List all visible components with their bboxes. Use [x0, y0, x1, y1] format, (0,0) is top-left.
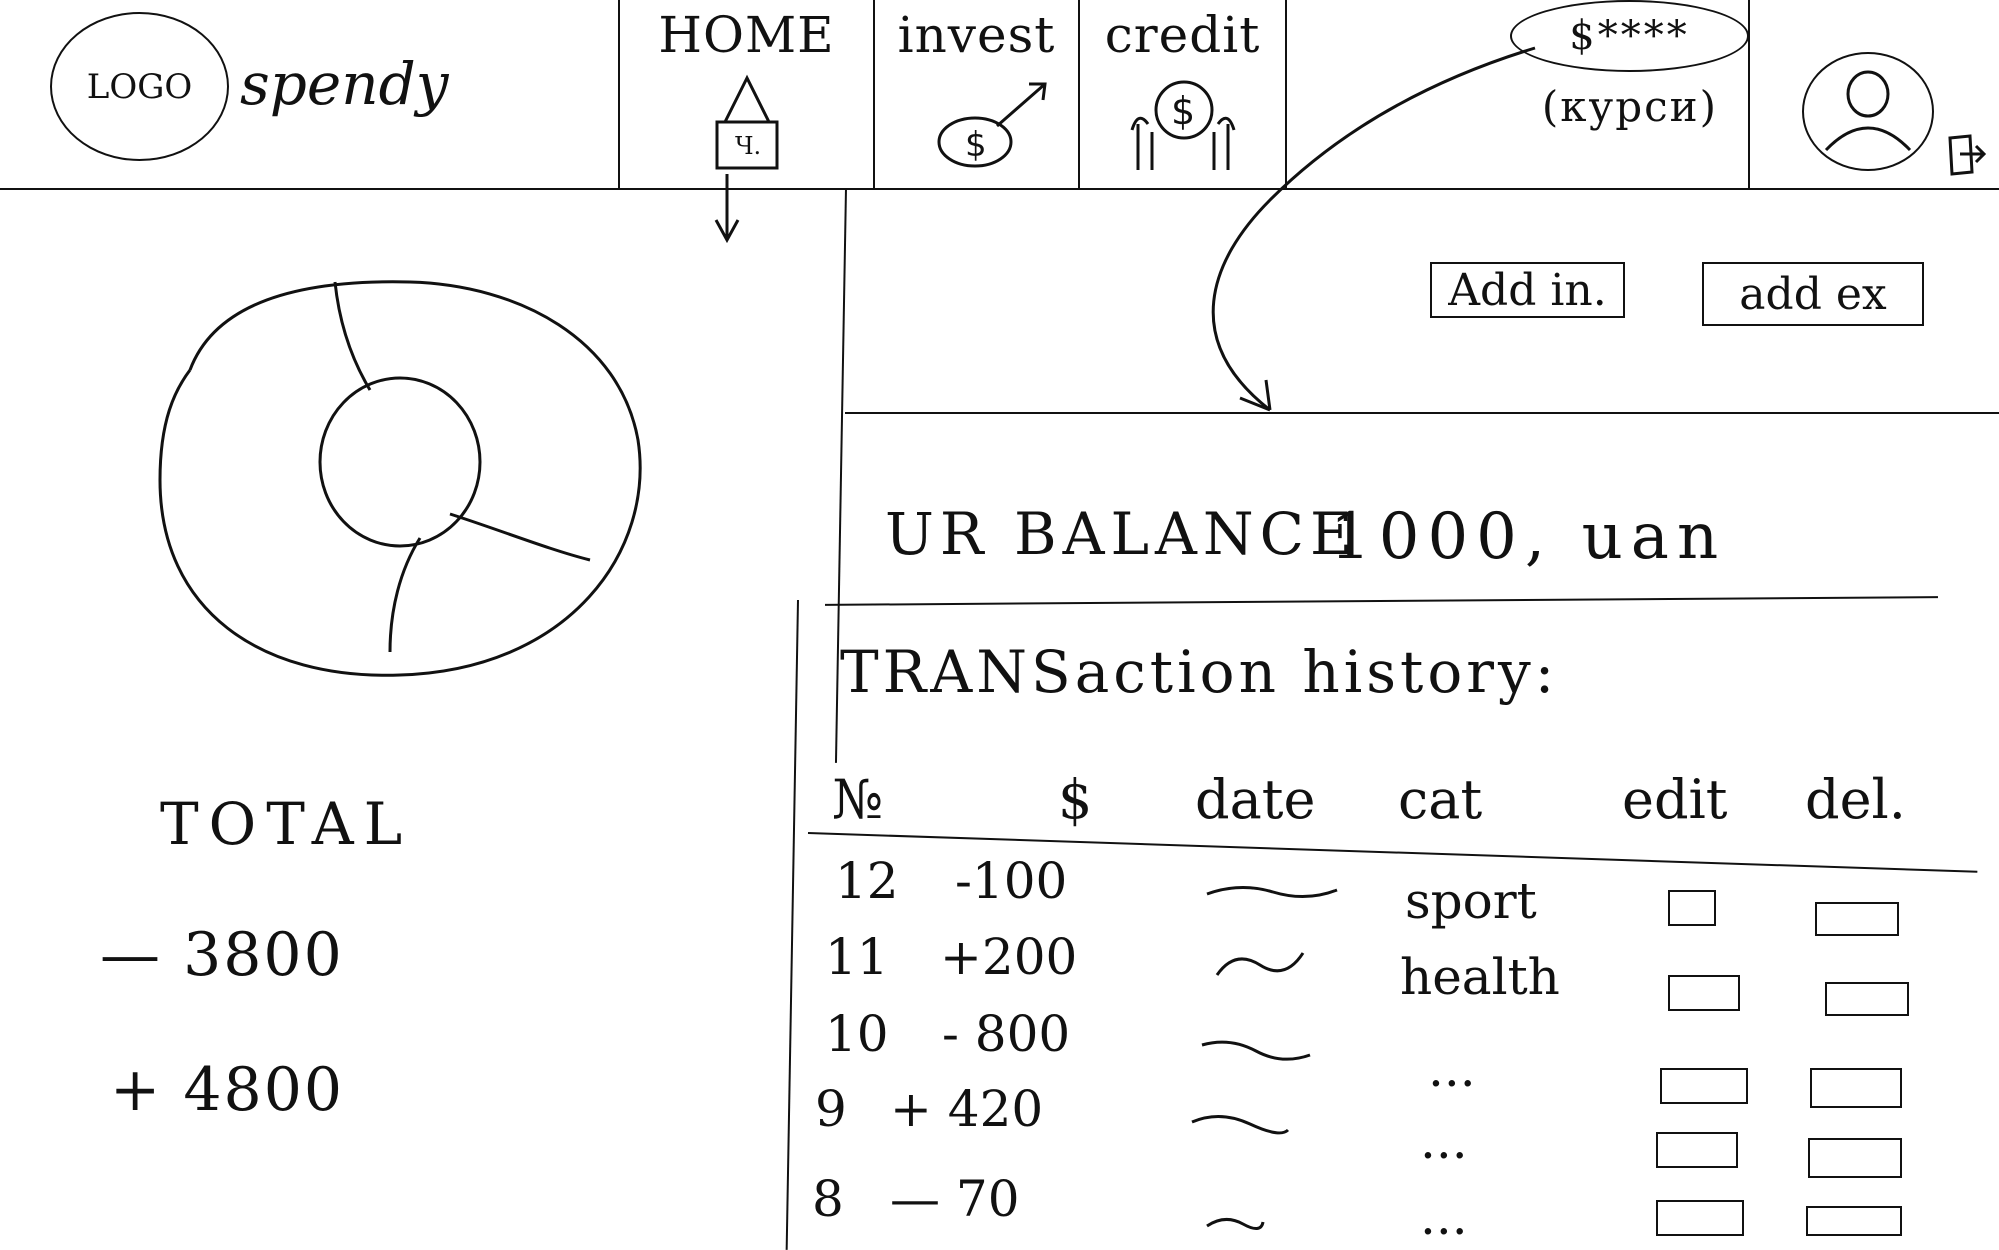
svg-text:$: $ [1171, 89, 1195, 133]
col-header-edit: edit [1622, 768, 1728, 831]
row-category: ... [1428, 1040, 1476, 1098]
profile-avatar[interactable] [1802, 52, 1934, 171]
tab-home[interactable]: HOME Ч. [620, 0, 873, 188]
edit-button[interactable] [1668, 975, 1740, 1011]
col-header-delete: del. [1805, 768, 1906, 831]
date-placeholder [1191, 1115, 1290, 1135]
edit-button[interactable] [1668, 890, 1716, 926]
row-category: ... [1420, 1112, 1468, 1170]
col-header-category: cat [1398, 768, 1483, 831]
section-divider [845, 412, 1999, 414]
exchange-rates-link[interactable]: (курси) [1541, 82, 1719, 131]
row-number: 12 [835, 852, 899, 910]
date-placeholder [1201, 1040, 1311, 1061]
edit-button[interactable] [1656, 1132, 1738, 1168]
transaction-history-title: TRANSaction history: [840, 638, 1559, 706]
svg-text:Ч.: Ч. [735, 132, 761, 160]
row-amount: — 70 [890, 1170, 1020, 1228]
app-name: spendy [240, 50, 449, 118]
hands-coin-icon: $ [1130, 80, 1235, 170]
date-placeholder [1206, 1218, 1265, 1230]
svg-text:$: $ [965, 125, 987, 165]
total-income: + 4800 [110, 1055, 345, 1125]
col-header-amount: $ [1058, 768, 1093, 831]
invest-coin-icon: $ [937, 82, 1047, 168]
tab-separator [1078, 0, 1080, 188]
tab-invest[interactable]: invest $ [875, 0, 1078, 188]
tab-separator [873, 0, 875, 188]
arrow-down-icon [714, 174, 740, 244]
delete-button[interactable] [1825, 982, 1909, 1016]
date-placeholder [1215, 952, 1305, 976]
delete-button[interactable] [1806, 1206, 1902, 1236]
tab-separator [1285, 0, 1287, 188]
total-expenses: — 3800 [100, 920, 344, 990]
row-category: sport [1405, 872, 1537, 930]
donut-outer-ring [158, 280, 642, 677]
edit-button[interactable] [1656, 1200, 1744, 1236]
header-right-separator [1748, 0, 1750, 188]
tab-separator [618, 0, 620, 188]
col-header-date: date [1195, 768, 1316, 831]
donut-segment-line [333, 281, 372, 391]
donut-chart [158, 280, 642, 677]
row-amount: +200 [940, 928, 1078, 986]
row-number: 9 [815, 1080, 847, 1138]
donut-segment-line [449, 512, 591, 562]
tab-home-label: HOME [658, 6, 835, 64]
col-header-number: № [832, 768, 884, 831]
row-amount: + 420 [890, 1080, 1044, 1138]
row-amount: - 800 [942, 1005, 1071, 1063]
total-label: TOTAL [160, 790, 413, 858]
row-number: 11 [825, 928, 889, 986]
donut-inner-ring [318, 376, 482, 548]
add-expense-button[interactable]: add ex [1702, 262, 1924, 326]
row-number: 8 [812, 1170, 844, 1228]
donut-segment-line [388, 537, 422, 653]
tab-credit[interactable]: credit $ [1080, 0, 1285, 188]
user-icon [1824, 70, 1912, 152]
balance-label: UR BALANCE [885, 500, 1359, 568]
header-divider [0, 188, 1999, 190]
row-number: 10 [825, 1005, 889, 1063]
row-category: health [1400, 948, 1560, 1006]
tab-credit-label: credit [1104, 6, 1261, 64]
date-placeholder [1206, 885, 1338, 899]
delete-button[interactable] [1808, 1138, 1902, 1178]
edit-button[interactable] [1660, 1068, 1748, 1104]
balance-value: 1000, uan [1330, 500, 1727, 574]
logout-icon[interactable] [1942, 132, 1988, 178]
hidden-balance-pill[interactable]: $**** [1510, 0, 1749, 72]
tab-invest-label: invest [897, 6, 1056, 64]
row-category: ... [1420, 1188, 1468, 1246]
delete-button[interactable] [1815, 902, 1899, 936]
house-icon: Ч. [715, 74, 778, 170]
connector-arrow [1211, 46, 1536, 412]
row-amount: -100 [955, 852, 1068, 910]
section-divider [825, 596, 1938, 606]
logo[interactable]: LOGO [50, 12, 229, 161]
add-income-button[interactable]: Add in. [1430, 262, 1625, 318]
panel-divider-lower [785, 599, 799, 1250]
delete-button[interactable] [1810, 1068, 1902, 1108]
